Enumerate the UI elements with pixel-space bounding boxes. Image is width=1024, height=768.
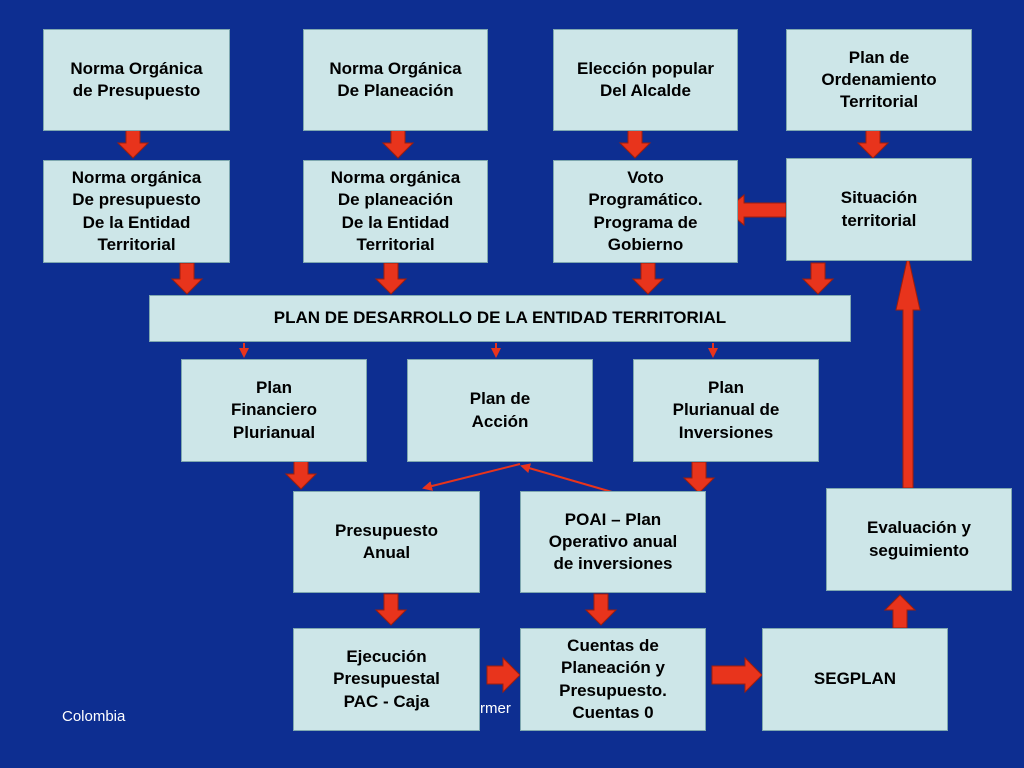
arrow-right-cuentas bbox=[711, 656, 763, 694]
arrow-right-ejecucion bbox=[486, 656, 521, 694]
box-plan-accion: Plan de Acción bbox=[407, 359, 593, 462]
box-label: PLAN DE DESARROLLO DE LA ENTIDAD TERRITO… bbox=[273, 308, 727, 328]
box-norma-presupuesto-entidad: Norma orgánica De presupuesto De la Enti… bbox=[43, 160, 230, 263]
arrow-up-segplan bbox=[883, 594, 917, 629]
box-norma-organica-planeacion: Norma Orgánica De Planeación bbox=[303, 29, 488, 131]
arrow-down-plurianual bbox=[682, 461, 716, 494]
box-segplan: SEGPLAN bbox=[762, 628, 948, 731]
box-voto-programatico: Voto Programático. Programa de Gobierno bbox=[553, 160, 738, 263]
arrow-down-financiero bbox=[284, 457, 318, 490]
box-eleccion-alcalde: Elección popular Del Alcalde bbox=[553, 29, 738, 131]
arrow-down-6 bbox=[374, 262, 408, 295]
box-plan-financiero: Plan Financiero Plurianual bbox=[181, 359, 367, 462]
box-label: Voto Programático. Programa de Gobierno bbox=[588, 168, 703, 254]
arrow-down-2 bbox=[381, 126, 415, 159]
thin-arrow-accion-presupuesto bbox=[422, 463, 521, 491]
box-label: SEGPLAN bbox=[813, 669, 897, 689]
box-ejecucion: Ejecución Presupuestal PAC - Caja bbox=[293, 628, 480, 731]
box-plan-ordenamiento: Plan de Ordenamiento Territorial bbox=[786, 29, 972, 131]
box-situacion-territorial: Situación territorial bbox=[786, 158, 972, 261]
box-cuentas: Cuentas de Planeación y Presupuesto. Cue… bbox=[520, 628, 706, 731]
footer-country: Colombia bbox=[62, 708, 126, 725]
box-label: Plan Plurianual de Inversiones bbox=[672, 378, 780, 442]
arrow-down-poai bbox=[584, 593, 618, 626]
arrow-up-evaluacion bbox=[895, 255, 921, 489]
box-label: Plan de Acción bbox=[469, 389, 531, 431]
box-label: Norma orgánica De presupuesto De la Enti… bbox=[71, 168, 202, 254]
box-norma-organica-presupuesto: Norma Orgánica de Presupuesto bbox=[43, 29, 230, 131]
box-plan-desarrollo: PLAN DE DESARROLLO DE LA ENTIDAD TERRITO… bbox=[149, 295, 851, 342]
arrow-down-5 bbox=[170, 262, 204, 295]
block-arrows bbox=[116, 126, 921, 694]
arrow-down-1 bbox=[116, 126, 150, 159]
arrow-down-7 bbox=[631, 262, 665, 295]
box-label: Norma orgánica De planeación De la Entid… bbox=[330, 168, 461, 254]
box-poai: POAI – Plan Operativo anual de inversion… bbox=[520, 491, 706, 593]
box-norma-planeacion-entidad: Norma orgánica De planeación De la Entid… bbox=[303, 160, 488, 263]
box-label: Norma Orgánica de Presupuesto bbox=[70, 58, 203, 100]
footer-partial-text: rmer bbox=[480, 700, 511, 717]
box-label: Plan de Ordenamiento Territorial bbox=[821, 47, 937, 112]
arrow-down-4 bbox=[856, 126, 890, 159]
thin-arrow-poai-accion bbox=[520, 463, 613, 493]
arrow-down-3 bbox=[618, 126, 652, 159]
box-evaluacion: Evaluación y seguimiento bbox=[826, 488, 1012, 591]
box-label: Evaluación y seguimiento bbox=[867, 518, 971, 560]
box-label: POAI – Plan Operativo anual de inversion… bbox=[548, 509, 678, 574]
box-label: Norma Orgánica De Planeación bbox=[329, 58, 462, 100]
box-presupuesto-anual: Presupuesto Anual bbox=[293, 491, 480, 593]
arrow-down-8 bbox=[801, 262, 835, 295]
box-label: Plan Financiero Plurianual bbox=[231, 378, 317, 442]
box-label: Situación territorial bbox=[840, 188, 918, 230]
box-plan-plurianual: Plan Plurianual de Inversiones bbox=[633, 359, 819, 462]
box-label: Presupuesto Anual bbox=[335, 520, 438, 562]
arrow-down-presupuesto bbox=[374, 593, 408, 626]
box-label: Ejecución Presupuestal PAC - Caja bbox=[333, 647, 440, 711]
box-label: Cuentas de Planeación y Presupuesto. Cue… bbox=[559, 636, 667, 722]
box-label: Elección popular Del Alcalde bbox=[577, 58, 714, 100]
